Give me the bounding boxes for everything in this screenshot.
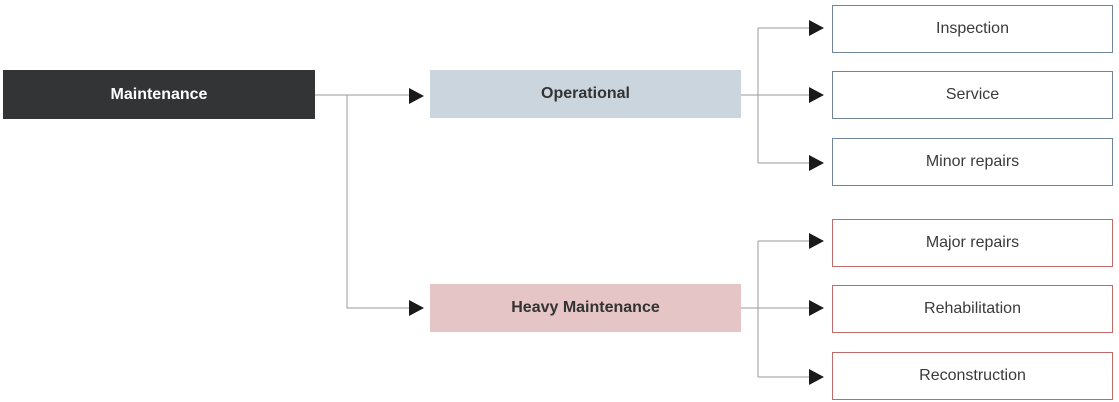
root-node-maintenance: Maintenance	[3, 70, 315, 119]
root-node-label: Maintenance	[110, 85, 208, 103]
arrow-service-icon	[809, 87, 824, 103]
arrow-rehabilitation-icon	[809, 300, 824, 316]
arrow-reconstruction-icon	[809, 369, 824, 385]
connector-root-to-operational	[315, 94, 410, 309]
connector-heavy-maintenance-to-leaves	[741, 240, 810, 378]
leaf-node-reconstruction: Reconstruction	[832, 352, 1113, 400]
branch-node-operational: Operational	[430, 70, 741, 118]
leaf-node-label: Minor repairs	[925, 153, 1020, 170]
leaf-node-service: Service	[832, 71, 1113, 119]
leaf-node-label: Rehabilitation	[924, 300, 1021, 317]
leaf-node-label: Reconstruction	[919, 367, 1026, 384]
branch-node-label: Heavy Maintenance	[511, 299, 660, 316]
arrow-inspection-icon	[809, 20, 824, 36]
connector-operational-to-leaves	[741, 27, 810, 164]
leaf-node-label: Inspection	[936, 20, 1009, 37]
arrow-heavy-maintenance-icon	[409, 300, 424, 316]
leaf-node-inspection: Inspection	[832, 5, 1113, 53]
arrow-major-repairs-icon	[809, 233, 824, 249]
leaf-node-rehabilitation: Rehabilitation	[832, 285, 1113, 333]
leaf-node-major-repairs: Major repairs	[832, 219, 1113, 267]
leaf-node-label: Service	[945, 86, 1000, 103]
arrow-operational-icon	[409, 88, 424, 104]
branch-node-heavy-maintenance: Heavy Maintenance	[430, 284, 741, 332]
leaf-node-minor-repairs: Minor repairs	[832, 138, 1113, 186]
branch-node-label: Operational	[541, 85, 630, 102]
leaf-node-label: Major repairs	[925, 234, 1020, 251]
arrow-minor-repairs-icon	[809, 155, 824, 171]
